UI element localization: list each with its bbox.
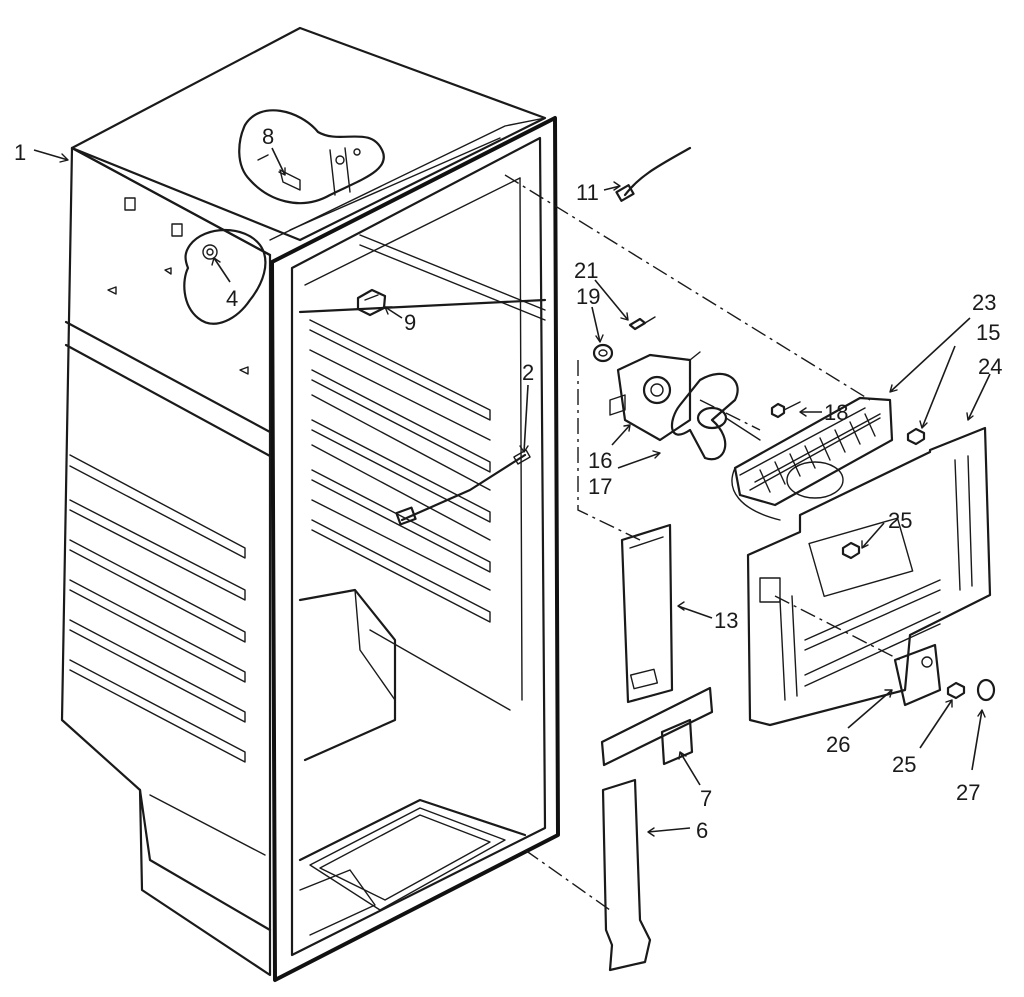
part-17-fan-blade <box>670 372 761 461</box>
part-25-screw-lower <box>946 681 966 700</box>
refrigerator-cabinet <box>60 26 547 977</box>
callout-numbers: 1 8 4 9 2 11 21 19 16 17 18 23 15 24 25 … <box>14 124 1002 843</box>
part-23-fan-shroud <box>731 396 894 521</box>
callout-4: 4 <box>226 286 238 311</box>
callout-11: 11 <box>576 180 599 205</box>
part-16-fan-motor <box>609 351 701 442</box>
part-18-screw <box>770 401 801 419</box>
part-8-inset <box>238 109 385 205</box>
part-7-bracket <box>600 686 714 767</box>
part-25-screw-upper <box>841 541 861 560</box>
callout-13: 13 <box>714 608 738 633</box>
callout-1: 1 <box>14 140 26 165</box>
callout-9: 9 <box>404 310 416 335</box>
callout-25-upper: 25 <box>888 508 912 533</box>
callout-18: 18 <box>824 400 848 425</box>
callout-23: 23 <box>972 290 996 315</box>
callout-27: 27 <box>956 780 980 805</box>
part-11-wire <box>615 146 692 202</box>
callout-24: 24 <box>978 354 1002 379</box>
part-13-air-duct <box>620 523 674 704</box>
callout-17: 17 <box>588 474 612 499</box>
callout-8: 8 <box>262 124 274 149</box>
callout-2: 2 <box>522 360 534 385</box>
callout-21: 21 <box>574 258 598 283</box>
callout-7: 7 <box>700 786 712 811</box>
callout-26: 26 <box>826 732 850 757</box>
part-27-cap <box>976 678 996 702</box>
part-19-grommet <box>592 343 614 363</box>
part-24-evaporator-panel <box>746 426 992 727</box>
part-4-inset <box>183 228 267 325</box>
part-26-bracket <box>893 643 942 707</box>
part-6-panel <box>601 778 652 972</box>
callout-6: 6 <box>696 818 708 843</box>
part-21-screw <box>628 316 656 331</box>
callout-19: 19 <box>576 284 600 309</box>
leader-lines <box>33 147 991 837</box>
callout-16: 16 <box>588 448 612 473</box>
callout-25-lower: 25 <box>892 752 916 777</box>
cabinet-front-frame <box>270 116 560 982</box>
callout-15: 15 <box>976 320 1000 345</box>
alignment-lines <box>504 174 901 911</box>
part-2-wire-harness <box>395 449 531 526</box>
part-9-clip <box>356 288 387 317</box>
part-15-screw <box>906 427 926 446</box>
